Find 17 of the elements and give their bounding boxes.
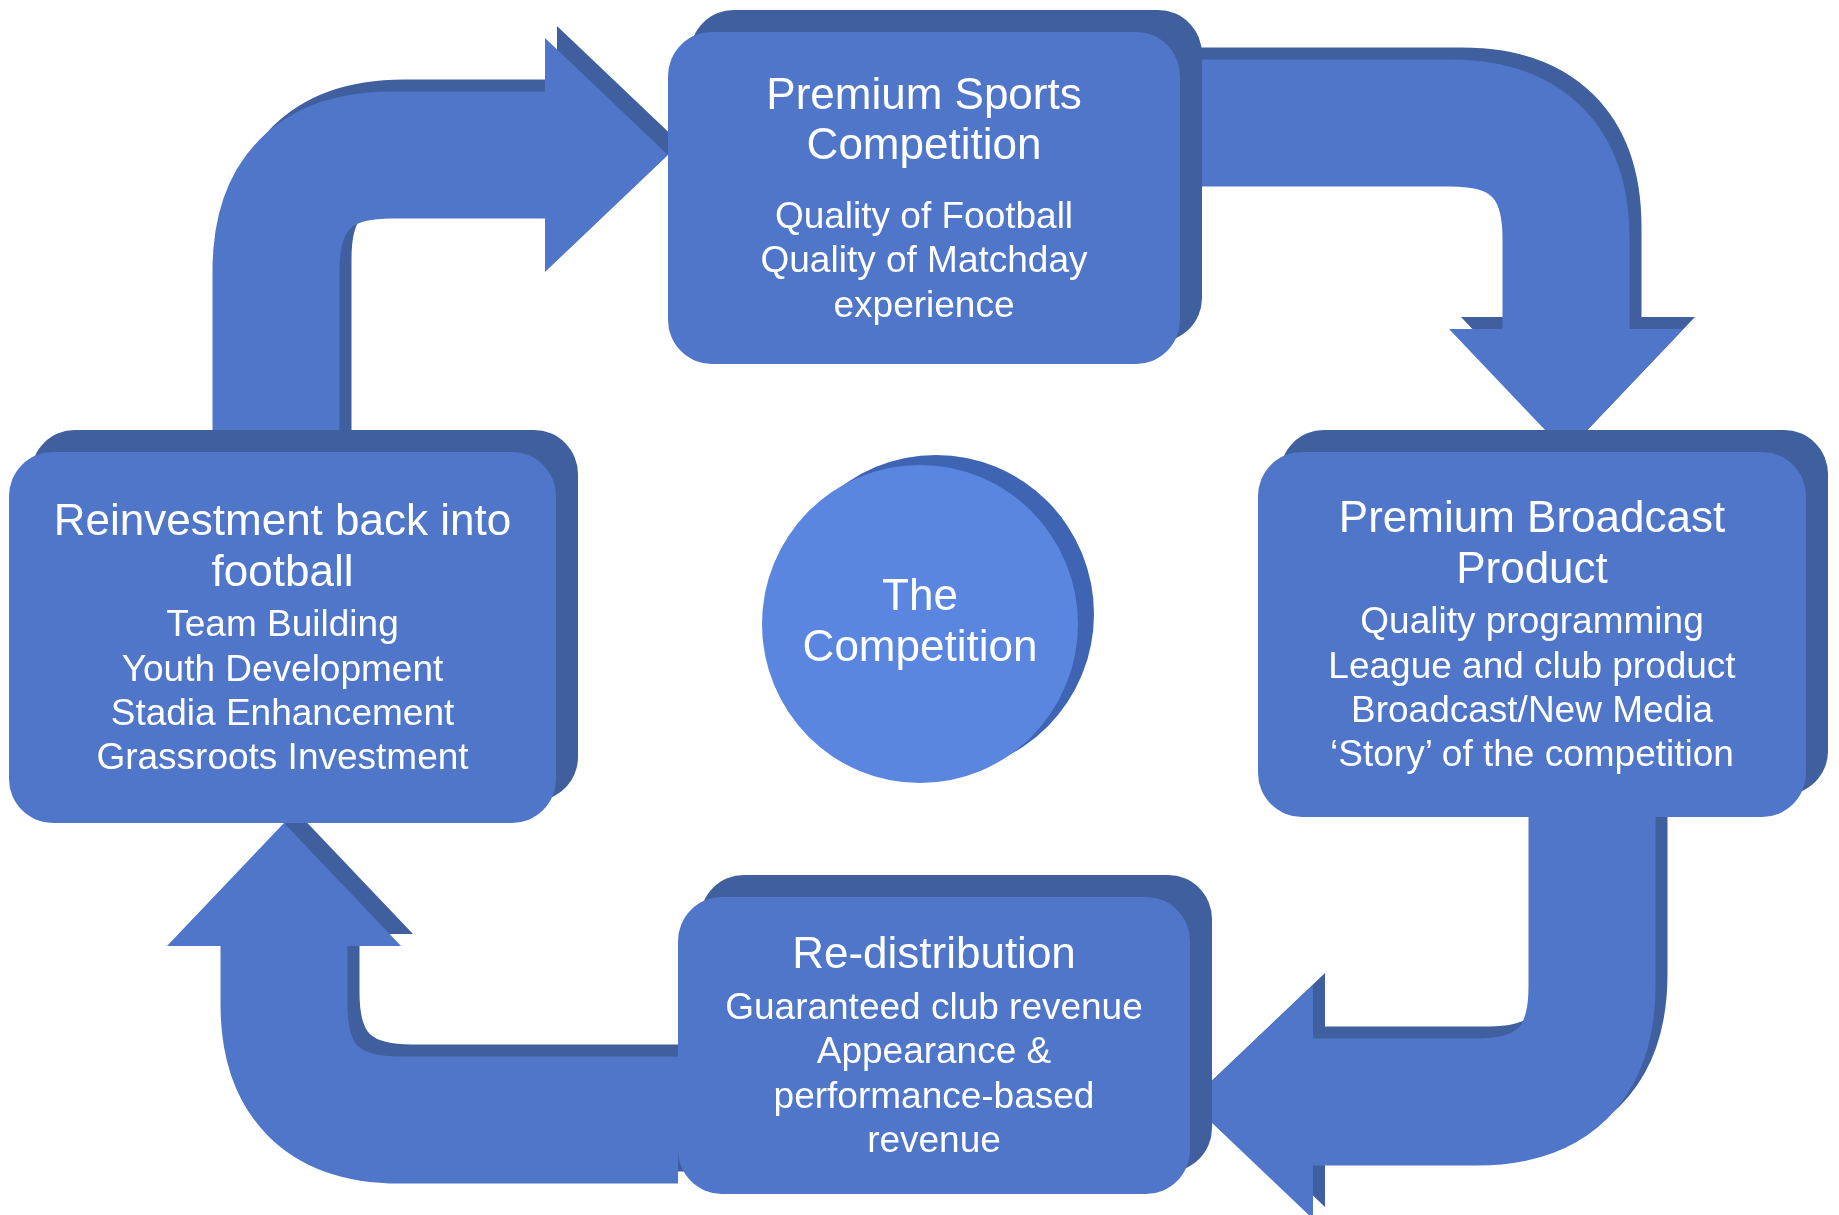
box-text: Stadia Enhancement (110, 691, 455, 736)
box-text: Quality programming (1360, 599, 1704, 644)
box-text: Broadcast/New Media (1351, 688, 1713, 733)
box-heading: Re-distribution (792, 928, 1076, 979)
box-text: Grassroots Investment (96, 735, 469, 780)
box-text: Youth Development (121, 646, 444, 691)
box-text: League and club product (1328, 643, 1736, 688)
box-text: ‘Story’ of the competition (1330, 732, 1734, 777)
box-heading: Premium Broadcast Product (1337, 492, 1727, 594)
box-text: Guaranteed club revenue (725, 985, 1143, 1029)
box-text: Quality of Matchday experience (759, 238, 1089, 327)
box-heading: Reinvestment back into football (52, 495, 513, 597)
box-heading: The Competition (801, 570, 1039, 672)
box-text: Team Building (166, 602, 399, 647)
box-text: Appearance & performance-based revenue (772, 1029, 1096, 1163)
box-heading: Premium Sports Competition (765, 68, 1083, 170)
box-text: Quality of Football (774, 194, 1074, 238)
